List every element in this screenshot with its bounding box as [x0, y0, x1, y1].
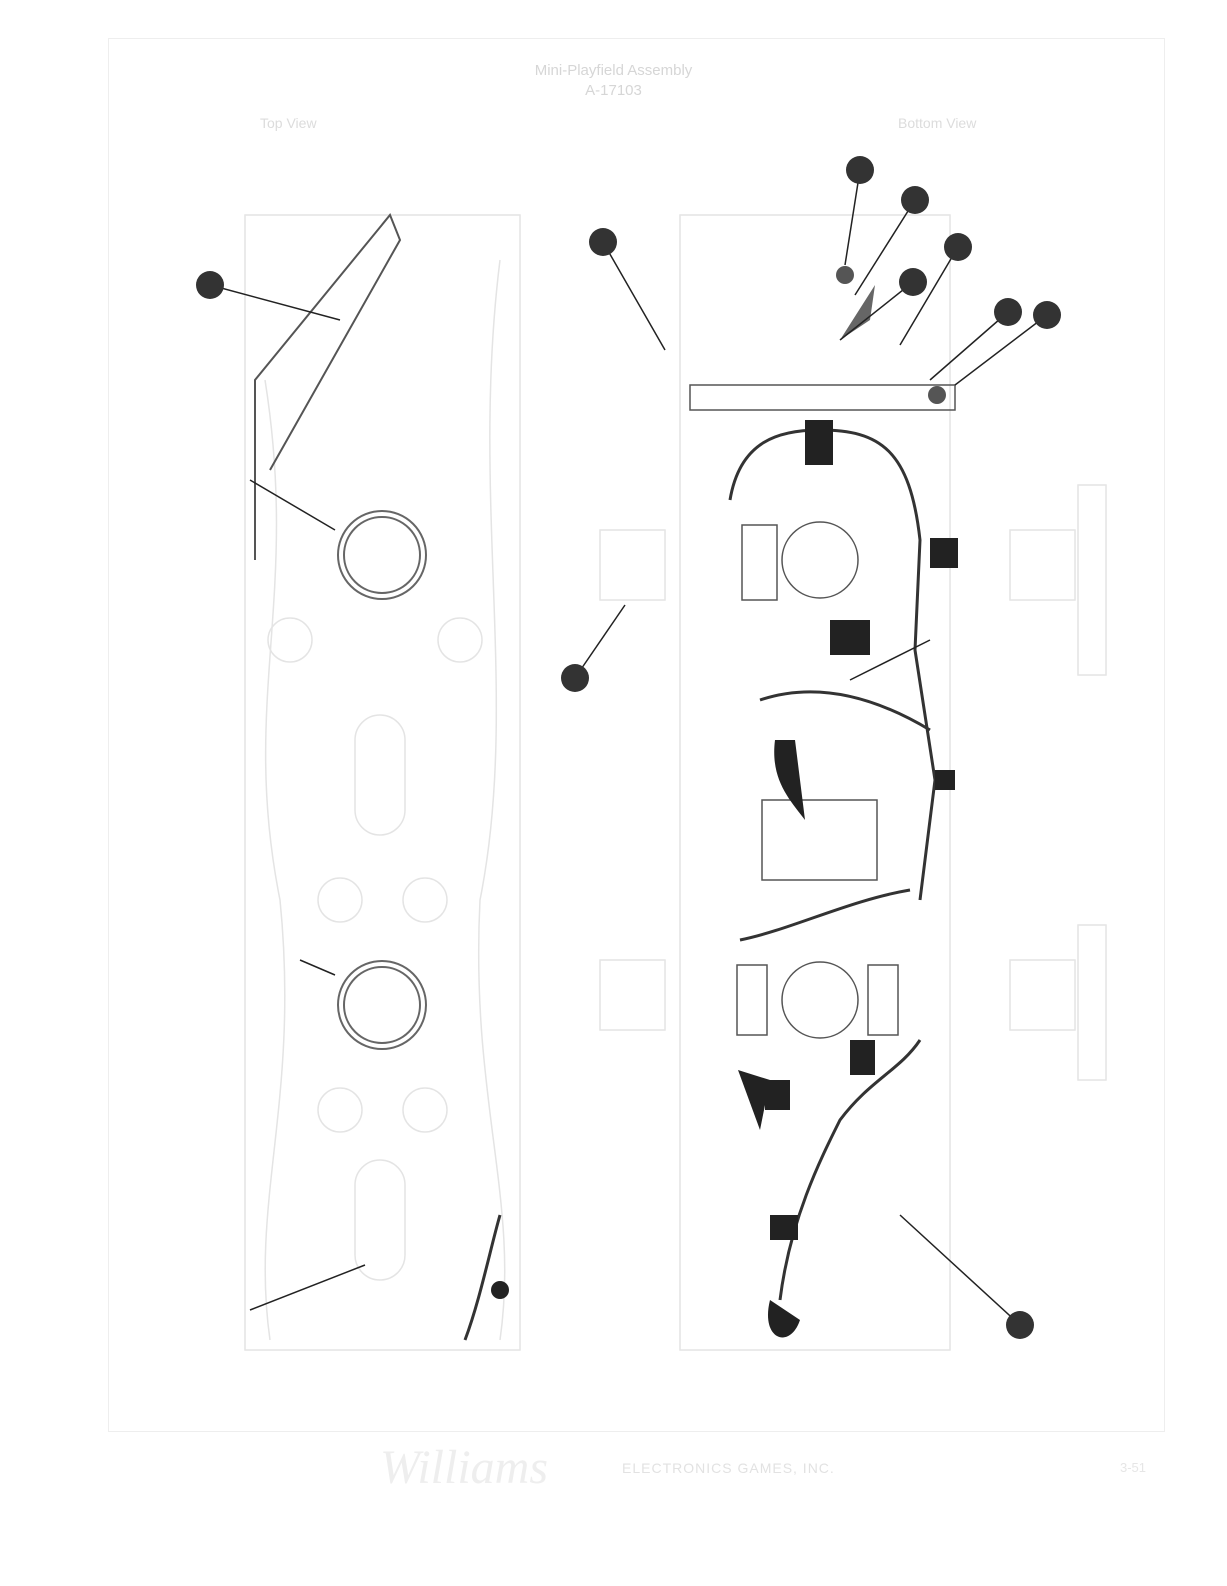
wire-harness — [728, 428, 937, 1301]
bottom-view-playfield — [599, 214, 1107, 1351]
williams-logo: Williams — [380, 1441, 549, 1494]
top-view-wireform — [254, 213, 402, 560]
footer-company: ELECTRONICS GAMES, INC. — [622, 1460, 835, 1476]
bottom-view-parts — [689, 384, 956, 1039]
bottom-view-label: Bottom View — [898, 115, 977, 131]
page-number: 3-51 — [1120, 1460, 1147, 1475]
part-number: A-17103 — [585, 82, 642, 99]
callout-dots — [561, 156, 1061, 1339]
callout-dot — [196, 271, 224, 299]
drawing-frame — [108, 38, 1165, 1432]
leader-lines — [574, 169, 1048, 1326]
top-view-rings — [337, 510, 427, 1050]
top-view-playfield — [244, 214, 521, 1351]
top-view-label: Top View — [260, 115, 317, 131]
connectors — [738, 285, 958, 1338]
diagram-title: Mini-Playfield Assembly — [534, 62, 693, 79]
